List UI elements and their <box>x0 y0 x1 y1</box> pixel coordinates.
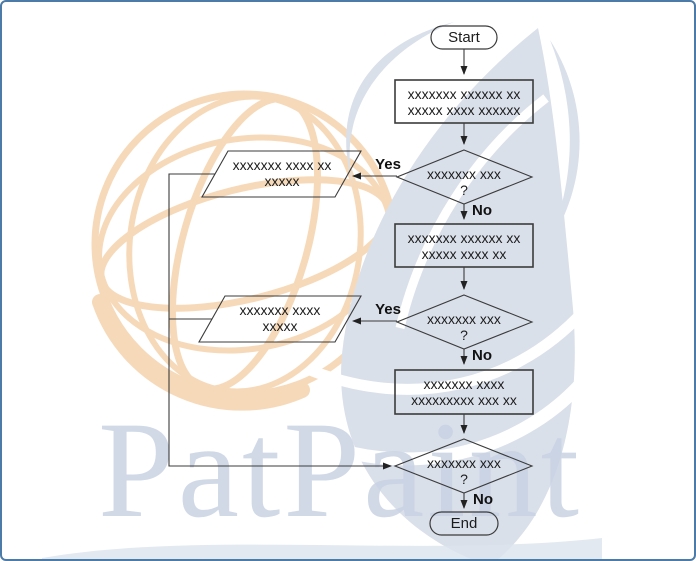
io2-line1: xxxxxxx xxxx <box>240 302 321 318</box>
leaf-right-crescent <box>546 40 580 248</box>
connectors <box>168 49 468 509</box>
io1-parallelogram <box>201 150 362 198</box>
leaf-vein-1 <box>317 373 591 466</box>
decision3-no-label: No <box>473 491 493 508</box>
io2-line2: xxxxx <box>263 318 298 334</box>
decision2-no-label: No <box>472 347 492 364</box>
decision3-line1: xxxxxxx xxx <box>427 455 501 471</box>
decision1-diamond <box>395 149 534 205</box>
edge-io1-feedback-decision3 <box>168 173 392 470</box>
process1-line2: xxxxx xxxx xxxxxx <box>408 102 521 118</box>
process2-box <box>394 223 534 268</box>
decision2-question-mark: ? <box>460 327 468 343</box>
process3-box <box>394 369 534 415</box>
decision1-question-mark: ? <box>460 182 468 198</box>
watermark-text: PatPaint <box>98 393 582 546</box>
start-label: Start <box>448 29 481 46</box>
bottom-wave <box>42 538 602 559</box>
decision1-line1: xxxxxxx xxx <box>427 166 501 182</box>
globe-meridian-2 <box>126 93 364 395</box>
process1-line1: xxxxxxx xxxxxx xx <box>408 86 521 102</box>
end-terminator <box>429 511 499 536</box>
leaf-vein-3 <box>395 94 549 330</box>
start-terminator <box>430 25 498 50</box>
decision2-line1: xxxxxxx xxx <box>427 311 501 327</box>
io2-parallelogram <box>198 295 362 343</box>
process3-line2: xxxxxxxxx xxx xx <box>411 392 517 408</box>
io1-line1: xxxxxxx xxxx xx <box>233 157 332 173</box>
decision3-question-mark: ? <box>460 471 468 487</box>
decision2-yes-label: Yes <box>375 301 401 318</box>
io1-line2: xxxxx <box>265 173 300 189</box>
decision3-diamond <box>393 438 534 494</box>
process3-line1: xxxxxxx xxxx <box>424 376 505 392</box>
decision1-no-label: No <box>472 202 492 219</box>
decision2-diamond <box>395 294 534 350</box>
end-label: End <box>451 515 478 532</box>
process1-box <box>394 79 534 124</box>
globe-swoosh <box>92 294 310 411</box>
leaf-watermark-icon <box>42 22 602 559</box>
decision1-yes-label: Yes <box>375 156 401 173</box>
process2-line1: xxxxxxx xxxxxx xx <box>408 230 521 246</box>
leaf-vein-2 <box>307 300 595 395</box>
process2-line2: xxxxx xxxx xx <box>422 246 507 262</box>
